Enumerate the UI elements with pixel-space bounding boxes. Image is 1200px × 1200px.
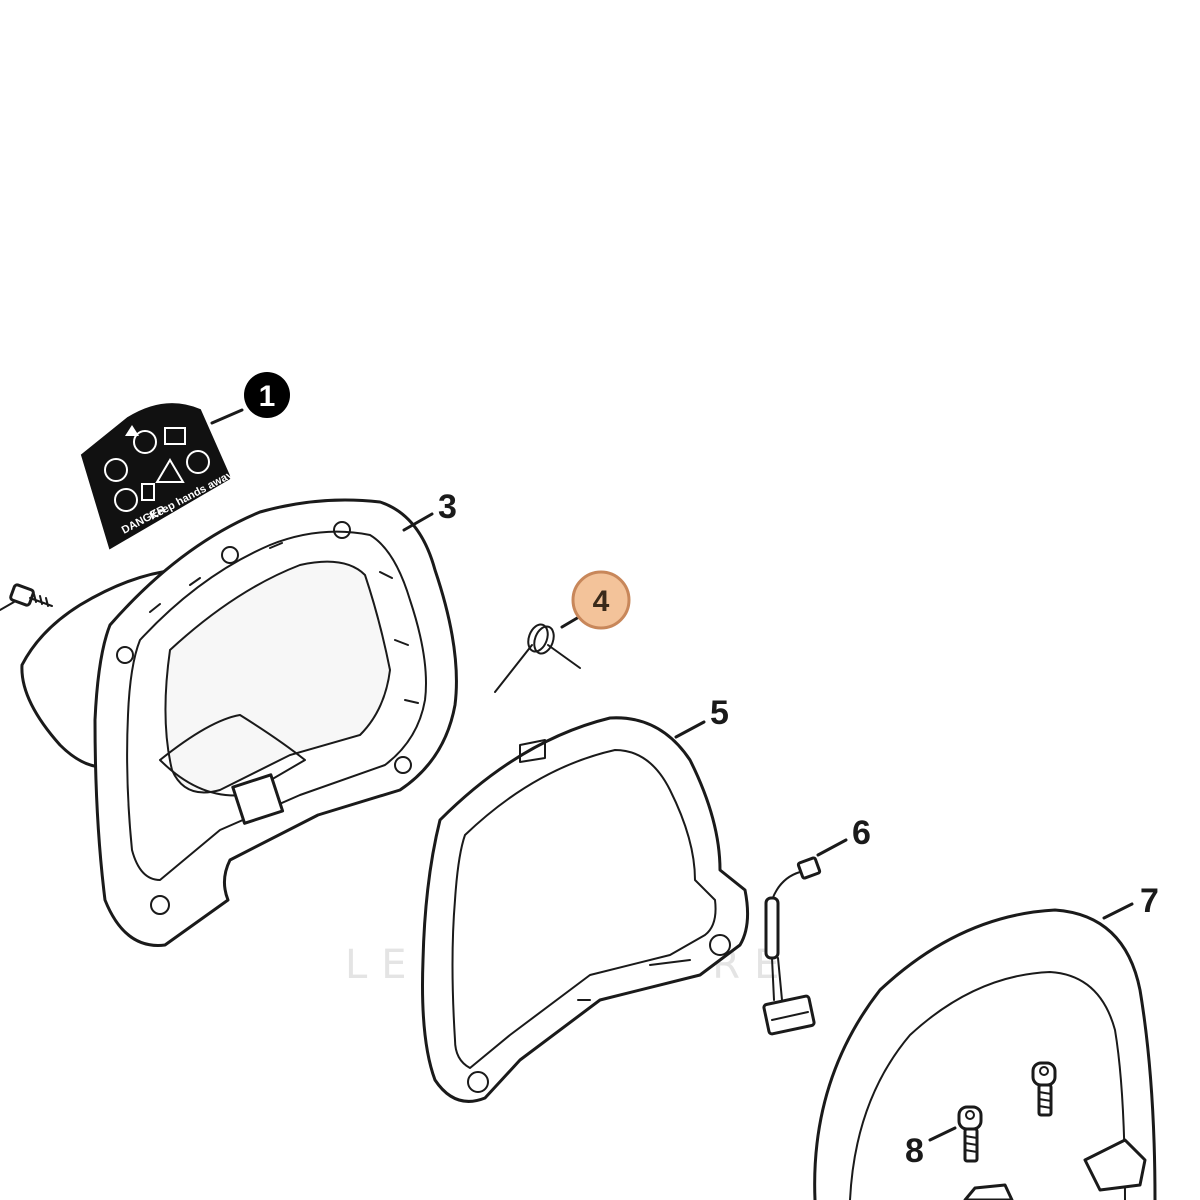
leader-7 bbox=[1102, 902, 1134, 920]
callout-8-label[interactable]: 8 bbox=[905, 1132, 924, 1170]
blade-icon bbox=[141, 483, 155, 501]
part-4-torsion-spring[interactable] bbox=[494, 622, 581, 693]
callout-7-label[interactable]: 7 bbox=[1140, 882, 1159, 920]
no-hands-icon bbox=[114, 488, 138, 512]
part-6-switch-harness[interactable] bbox=[762, 856, 822, 1036]
screw-upper[interactable] bbox=[1031, 1061, 1057, 1117]
no-bystanders-icon bbox=[186, 450, 210, 474]
callout-1-label: 1 bbox=[259, 380, 276, 413]
warning-triangle-icon bbox=[125, 425, 139, 436]
operator-icon bbox=[104, 458, 128, 482]
decal-body bbox=[80, 403, 232, 550]
leader-1 bbox=[210, 408, 244, 425]
hazard-triangle-icon bbox=[155, 458, 185, 483]
part-5-handle-frame[interactable] bbox=[421, 716, 750, 1103]
leader-6 bbox=[816, 838, 848, 857]
screw-lower[interactable] bbox=[957, 1105, 983, 1163]
part-8-screws[interactable] bbox=[957, 1061, 1057, 1163]
callout-1-badge[interactable]: 1 bbox=[244, 372, 290, 418]
leader-8 bbox=[928, 1126, 957, 1142]
callout-4-label: 4 bbox=[593, 585, 610, 618]
callout-6-label[interactable]: 6 bbox=[852, 814, 871, 852]
callout-5-label[interactable]: 5 bbox=[710, 694, 729, 732]
leader-5 bbox=[674, 720, 706, 739]
eye-protection-icon bbox=[133, 430, 157, 454]
callout-3-label[interactable]: 3 bbox=[438, 488, 457, 526]
part-7-outer-handle[interactable] bbox=[813, 908, 1157, 1200]
callout-4-badge[interactable]: 4 bbox=[571, 570, 631, 630]
bolt-left[interactable] bbox=[0, 583, 53, 611]
leader-3 bbox=[402, 512, 434, 532]
manual-icon bbox=[164, 427, 186, 445]
part-3-handle-housing[interactable] bbox=[93, 498, 458, 947]
